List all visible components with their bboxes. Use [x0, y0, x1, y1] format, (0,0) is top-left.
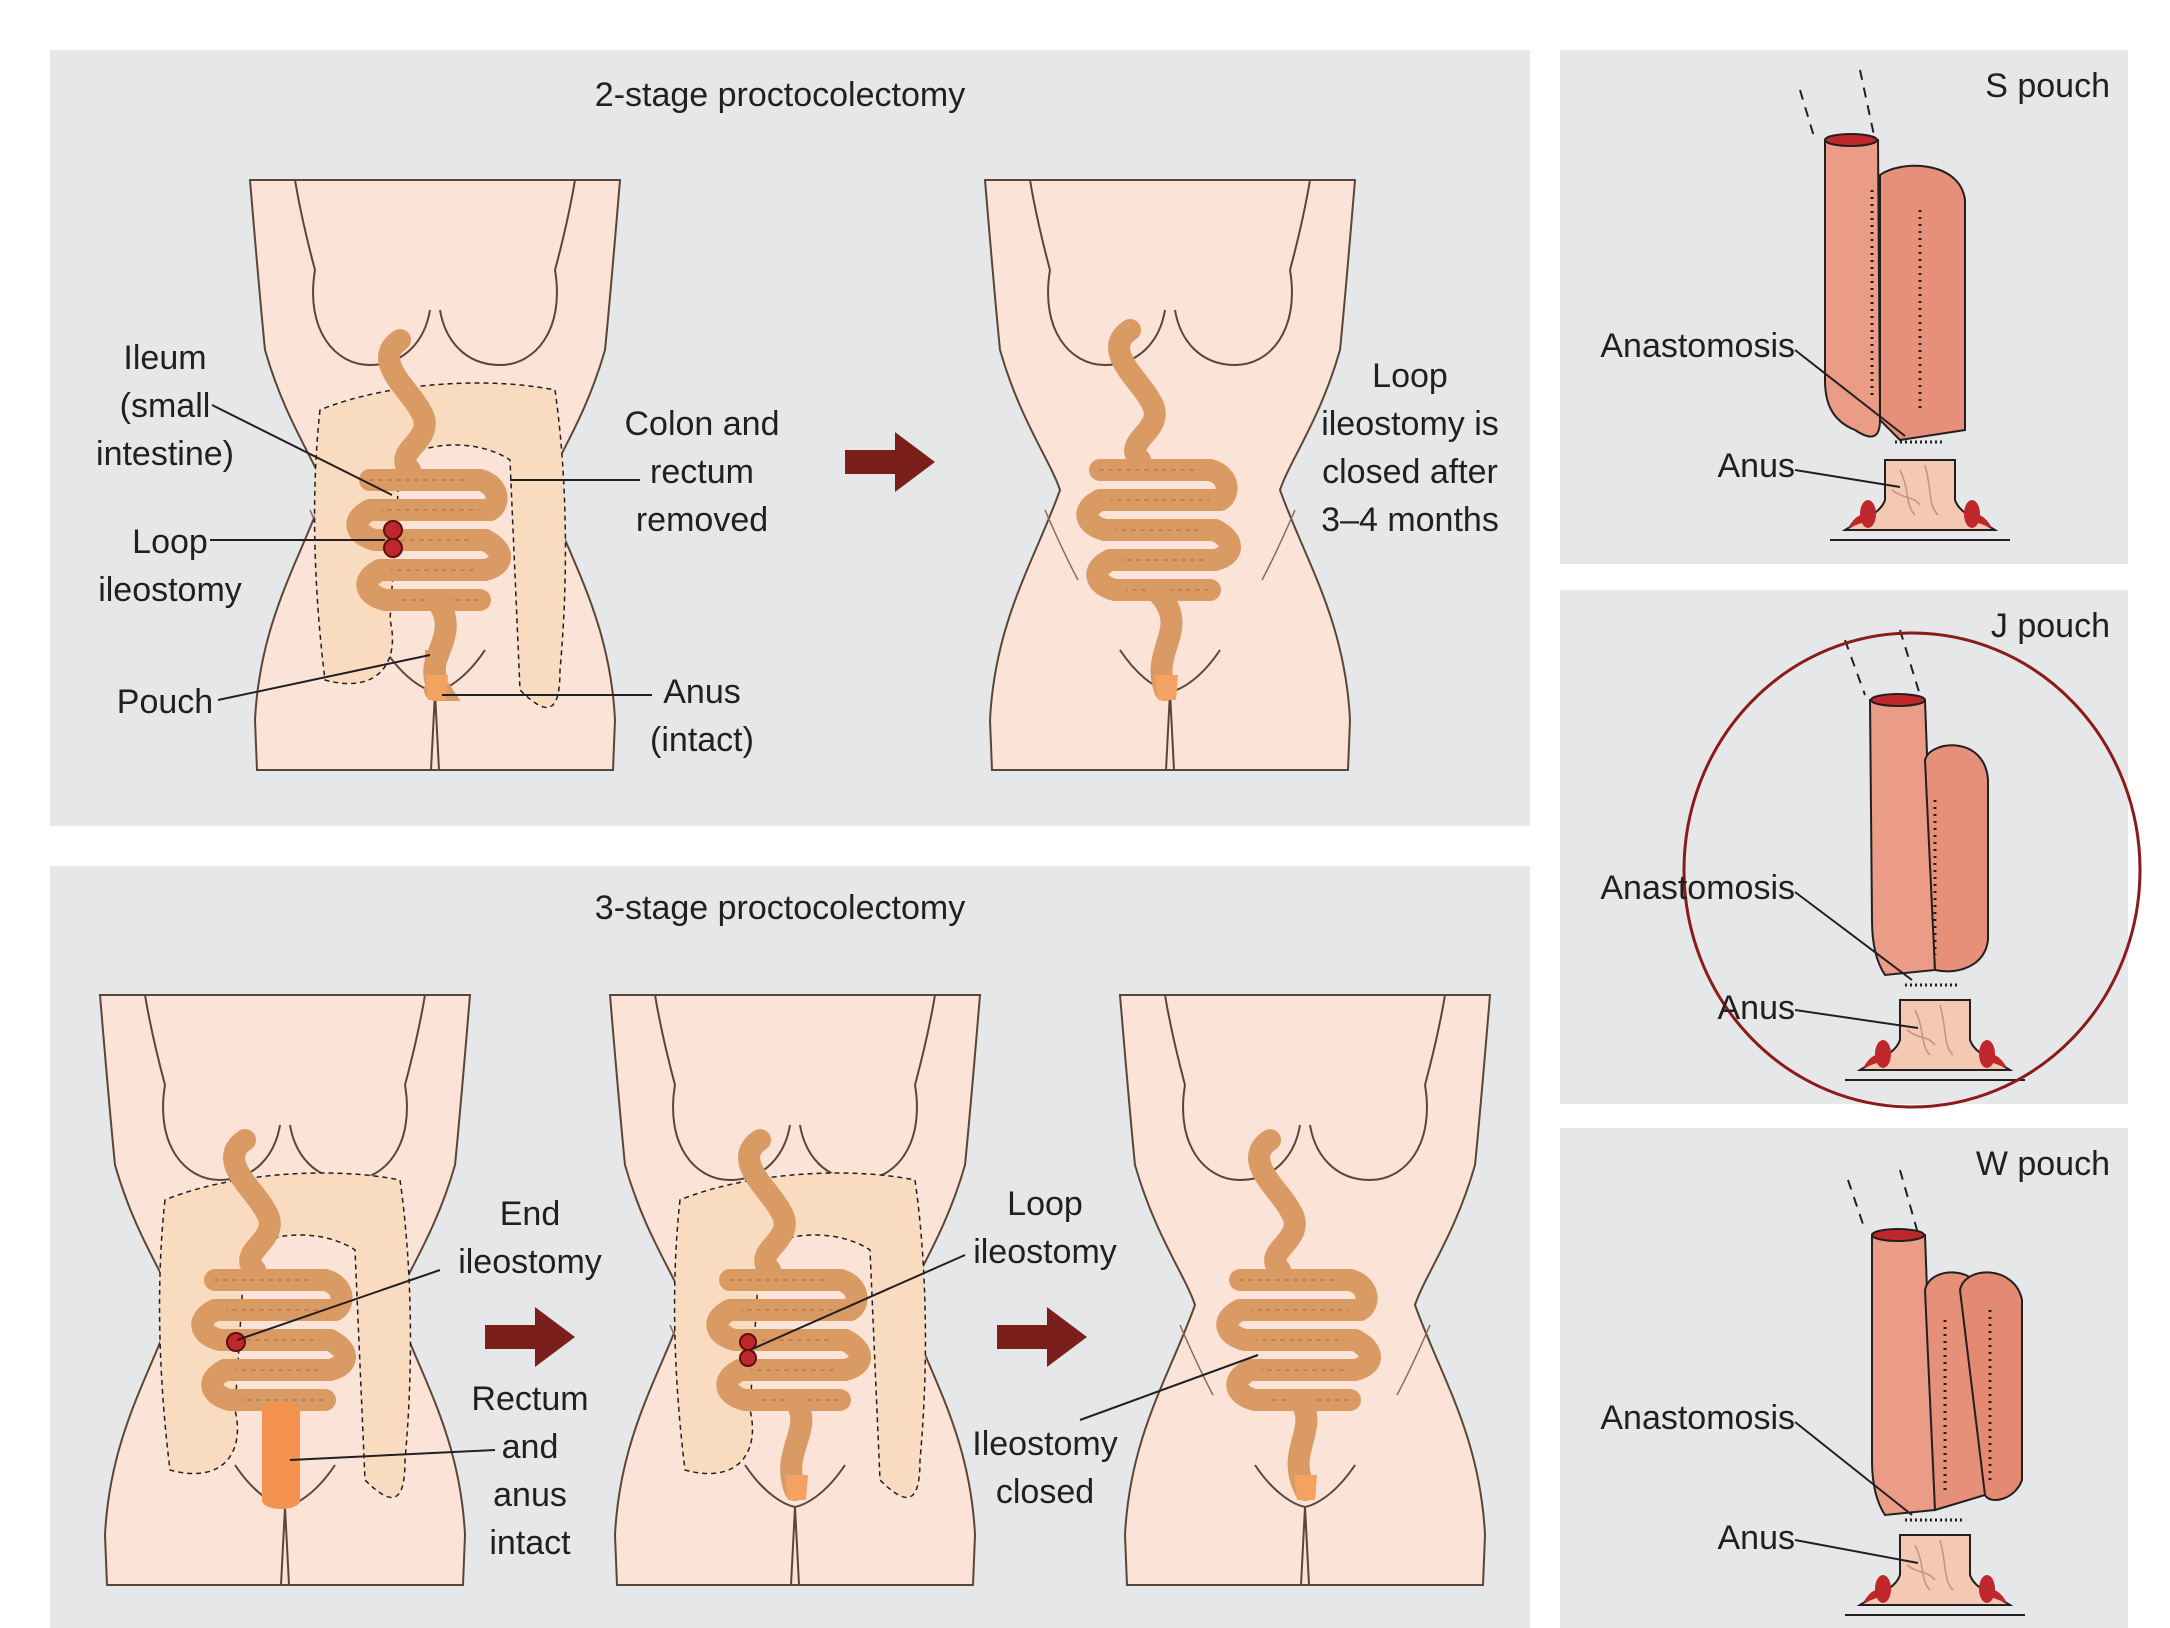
ileostomy-closed-line-1: Ileostomy [972, 1425, 1118, 1463]
rectum-anus-line-1: Rectum [471, 1380, 589, 1418]
j-pouch-highlight-ring [1682, 631, 2142, 1109]
s-anastomosis-label: Anastomosis [1600, 327, 1795, 365]
arrow-two-stage [845, 432, 935, 492]
three-stage-title: 3-stage proctocolectomy [594, 889, 966, 927]
end-ileostomy-line-2: ileostomy [458, 1243, 602, 1281]
anus-intact-line-2: (intact) [650, 721, 754, 759]
s-anastomosis-leader [1794, 349, 1906, 437]
j-anus-label: Anus [1717, 989, 1796, 1027]
ileum-label: Ileum (small intestine) [90, 334, 240, 478]
w-anastomosis-label: Anastomosis [1600, 1399, 1795, 1437]
loop-closed-line-2: ileostomy is [1321, 405, 1499, 443]
w-anus-leader [1794, 1539, 1919, 1564]
loop-closed-label: Loop ileostomy is closed after 3–4 month… [1305, 352, 1515, 544]
loop-ileostomy-label-three-stage: Loop ileostomy [960, 1180, 1130, 1276]
colon-removed-line-3: removed [635, 501, 769, 539]
j-anastomosis-leader [1794, 891, 1913, 981]
j-anastomosis-label: Anastomosis [1600, 869, 1795, 907]
ileum-line-1: Ileum [123, 339, 207, 377]
end-ileostomy-line-1: End [499, 1195, 561, 1233]
loop-closed-line-3: closed after [1322, 453, 1498, 491]
rectum-anus-label: Rectum and anus intact [460, 1375, 600, 1567]
rectum-stump [262, 1402, 300, 1509]
s-anus-leader [1794, 469, 1901, 488]
j-pouch-panel [1560, 590, 2128, 1104]
loop-stoma-3-lower [739, 1349, 757, 1367]
j-anus-leader [1794, 1009, 1919, 1029]
arrow-three-stage-2 [997, 1307, 1087, 1367]
colon-removed-label: Colon and rectum removed [612, 400, 792, 544]
ileostomy-closed-line-2: closed [995, 1473, 1095, 1511]
ileum-line-2: (small [119, 387, 211, 425]
s-pouch-title: S pouch [1985, 67, 2110, 105]
two-stage-title: 2-stage proctocolectomy [594, 76, 966, 114]
w-pouch-panel [1560, 1128, 2128, 1628]
anus-intact-line-1: Anus [663, 673, 741, 711]
leader-lines-three-stage [236, 1254, 1259, 1461]
loop-ileostomy-3-line-1: Loop [1007, 1185, 1083, 1223]
w-anastomosis-leader [1794, 1421, 1913, 1516]
rectum-anus-line-3: anus [493, 1476, 567, 1514]
leader-lines-two-stage [210, 404, 652, 701]
ileostomy-closed-label: Ileostomy closed [960, 1420, 1130, 1516]
w-pouch-drawing [1844, 1169, 2026, 1616]
w-pouch-title: W pouch [1975, 1145, 2110, 1183]
loop-ileostomy-line-2: ileostomy [98, 571, 242, 609]
pouch-label: Pouch [116, 683, 214, 721]
j-pouch-drawing [1844, 629, 2026, 1081]
loop-stoma-lower [383, 538, 403, 558]
loop-stoma-upper [383, 520, 403, 540]
s-anus-label: Anus [1717, 447, 1796, 485]
j-pouch-title: J pouch [1990, 607, 2110, 645]
loop-closed-line-1: Loop [1372, 357, 1448, 395]
ileum-line-3: intestine) [96, 435, 234, 473]
end-ileostomy-label: End ileostomy [445, 1190, 615, 1286]
colon-removed-line-1: Colon and [624, 405, 780, 443]
anus-two-stage [425, 675, 448, 700]
end-stoma [226, 1332, 246, 1352]
rectum-anus-line-2: and [501, 1428, 559, 1466]
loop-ileostomy-line-1: Loop [132, 523, 208, 561]
arrow-three-stage-1 [485, 1307, 575, 1367]
loop-ileostomy-label-two-stage: Loop ileostomy [85, 518, 255, 614]
w-anus-label: Anus [1717, 1519, 1796, 1557]
rectum-anus-line-4: intact [489, 1524, 571, 1562]
colon-removed-line-2: rectum [650, 453, 754, 491]
loop-ileostomy-3-line-2: ileostomy [973, 1233, 1117, 1271]
anus-intact-label: Anus (intact) [632, 668, 772, 764]
s-pouch-drawing [1799, 69, 2011, 541]
loop-closed-line-4: 3–4 months [1321, 501, 1499, 539]
